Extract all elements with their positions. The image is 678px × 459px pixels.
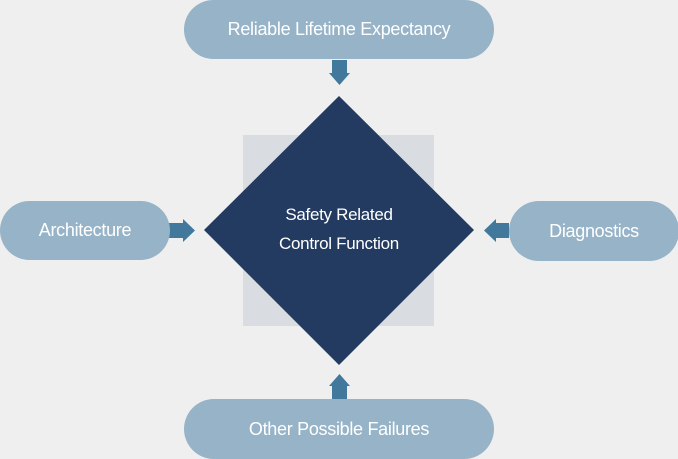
arrow-up-icon [329,374,350,399]
node-label: Architecture [38,220,132,240]
node-other-possible-failures: Other Possible Failures [184,399,494,459]
node-label: Reliable Lifetime Expectancy [227,19,451,39]
center-label-line-2: Control Function [279,234,399,253]
node-diagnostics: Diagnostics [509,201,678,261]
node-label: Other Possible Failures [248,418,430,439]
center-label: Safety Related Control Function [239,200,439,258]
center-label-line-1: Safety Related [285,205,393,224]
arrow-down-icon [329,60,350,85]
node-label: Diagnostics [549,220,639,241]
arrow-left-icon [484,219,509,242]
node-architecture: Architecture [0,201,170,260]
node-reliable-lifetime-expectancy: Reliable Lifetime Expectancy [184,0,494,59]
arrow-right-icon [168,219,195,242]
center-diamond [204,96,474,365]
